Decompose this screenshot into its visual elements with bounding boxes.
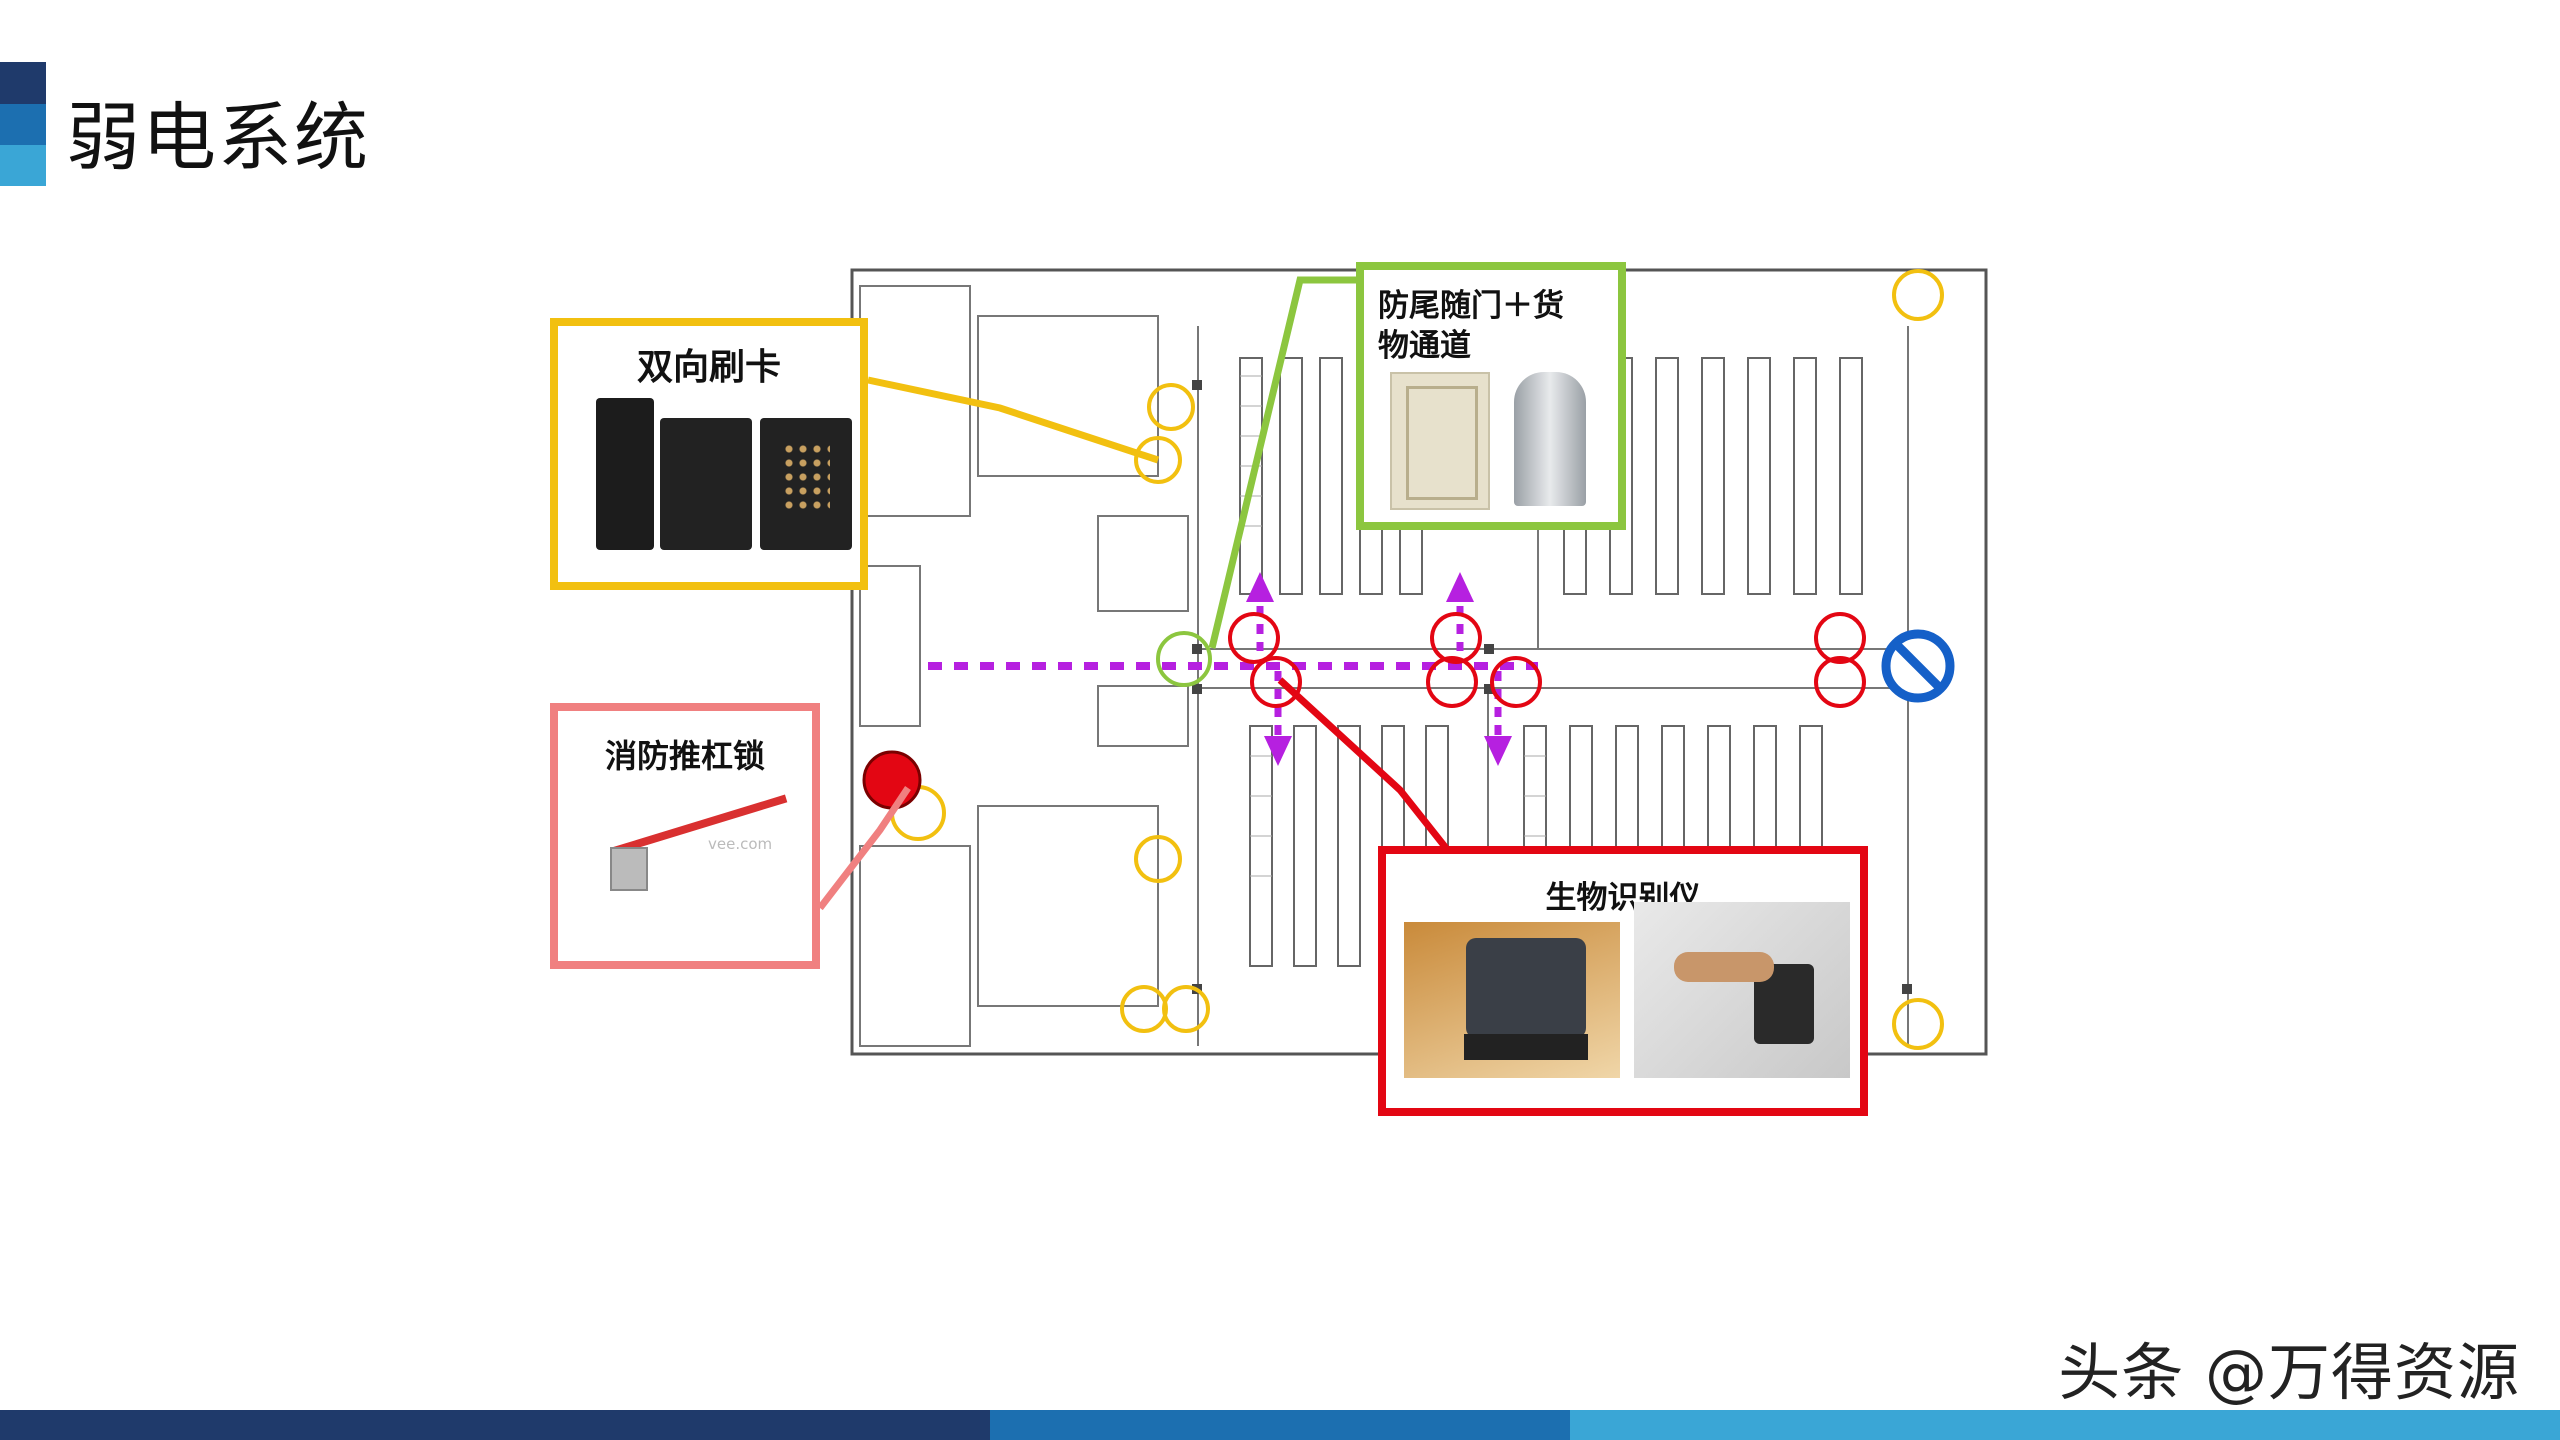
callout-card-reader-label: 双向刷卡 <box>636 346 781 388</box>
card-reader-keypad-device <box>760 418 852 550</box>
turnstile-door-image <box>1514 372 1586 506</box>
footer-segment-light <box>1570 1410 2560 1440</box>
title-accent-mid <box>0 104 46 145</box>
page-title: 弱电系统 <box>66 95 370 181</box>
card-reader-device-2 <box>660 418 752 550</box>
title-accent-light <box>0 145 46 186</box>
fingerprint-reader-image <box>1634 902 1850 1078</box>
title-accent-dark <box>0 62 46 104</box>
card-reader-markers <box>890 269 1944 1050</box>
no-entry-icon <box>1881 629 1955 703</box>
access-path <box>928 572 1538 766</box>
card-reader-device-1 <box>596 398 654 550</box>
watermark: 头条 @万得资源 <box>2058 1336 2520 1409</box>
callout-anti-tailgate-label-1: 防尾随门＋货 <box>1378 288 1564 324</box>
footer-segment-mid <box>990 1410 1570 1440</box>
hand-scanner-image <box>1404 922 1620 1078</box>
callout-fire-lock: 消防推杠锁 vee.com <box>550 703 820 969</box>
biometric-markers <box>1228 612 1866 708</box>
callout-anti-tailgate-label-2: 物通道 <box>1378 328 1471 364</box>
footer-segment-dark <box>0 1410 990 1440</box>
lock-body-image <box>610 847 648 891</box>
footer-bar <box>0 1410 2560 1440</box>
callout-fire-lock-label: 消防推杠锁 <box>604 737 765 775</box>
callout-biometric: 生物识别仪 <box>1378 846 1868 1116</box>
security-door-image <box>1390 372 1490 510</box>
keypad-icon <box>782 442 830 512</box>
anti-tailgate-marker <box>1156 631 1212 687</box>
callout-anti-tailgate: 防尾随门＋货 物通道 <box>1356 262 1626 530</box>
fire-lock-image-caption: vee.com <box>708 835 773 853</box>
title-accent-bar <box>0 62 46 186</box>
callout-card-reader: 双向刷卡 <box>550 318 868 590</box>
